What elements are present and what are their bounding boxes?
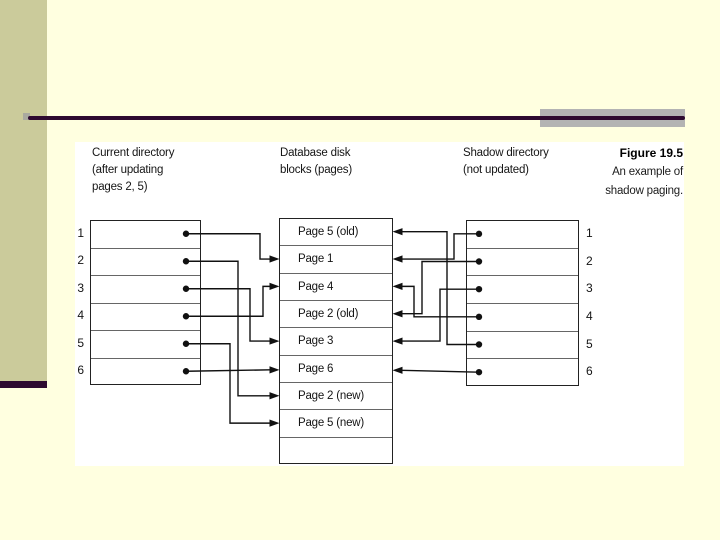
title-rule: [28, 116, 685, 120]
heading-line: Shadow directory: [463, 147, 549, 159]
figure-caption: Figure 19.5 An example of shadow paging.: [543, 144, 683, 201]
disk-block-label: Page 2 (new): [298, 390, 364, 403]
row-divider: [280, 327, 392, 329]
disk-block-label: Page 5 (old): [298, 226, 359, 238]
figure-caption-title: Figure 19.5: [619, 146, 683, 160]
row-divider: [91, 330, 200, 331]
disk-blocks-table: Page 5 (old) Page 1 Page 4 Page 2 (old) Page…: [279, 218, 393, 465]
figure-caption-line: An example of: [612, 166, 683, 178]
current-directory-index: 6: [77, 363, 84, 378]
row-divider: [91, 357, 200, 359]
heading-line: pages 2, 5): [92, 181, 148, 193]
heading-disk-blocks: Database disk blocks (pages): [280, 145, 352, 179]
disk-block-label: Page 1: [298, 253, 334, 266]
shadow-directory-table: [466, 220, 579, 386]
disk-block-label: Page 2 (old): [298, 308, 359, 321]
row-divider: [467, 303, 578, 304]
heading-line: Database disk: [280, 147, 351, 159]
current-directory-index: 2: [77, 253, 84, 268]
row-divider: [467, 330, 578, 332]
figure-caption-line: shadow paging.: [605, 185, 683, 197]
row-divider: [91, 275, 200, 276]
title-rule-left-cap: [23, 113, 30, 120]
shadow-directory-index: 4: [586, 308, 593, 323]
current-directory-table: [90, 220, 201, 385]
shadow-directory-index: 1: [586, 225, 593, 240]
row-divider: [280, 245, 392, 247]
current-directory-index: 5: [77, 335, 84, 350]
row-divider: [467, 358, 578, 360]
disk-block-label: Page 4: [298, 280, 334, 293]
disk-block-label: Page 6: [298, 362, 334, 375]
accent-bar: [0, 0, 47, 381]
shadow-directory-index: 6: [586, 364, 593, 379]
row-divider: [91, 302, 200, 304]
row-divider: [280, 300, 392, 302]
row-divider: [280, 382, 392, 384]
heading-line: (after updating: [92, 164, 164, 176]
heading-line: (not updated): [463, 164, 529, 176]
heading-shadow-directory: Shadow directory (not updated): [463, 145, 549, 179]
disk-block-label: Page 3: [298, 335, 334, 348]
heading-current-directory: Current directory (after updating pages …: [92, 145, 174, 196]
row-divider: [280, 409, 392, 411]
current-directory-index: 3: [77, 280, 84, 295]
accent-bar-footer: [0, 381, 47, 388]
row-divider: [280, 354, 392, 356]
shadow-directory-index: 3: [586, 281, 593, 296]
row-divider: [280, 436, 392, 438]
row-divider: [91, 247, 200, 249]
current-directory-index: 1: [77, 225, 84, 240]
row-divider: [467, 275, 578, 277]
heading-line: Current directory: [92, 147, 175, 159]
disk-block-label: Page 5 (new): [298, 417, 364, 430]
shadow-directory-index: 5: [586, 336, 593, 351]
row-divider: [280, 272, 392, 274]
shadow-directory-index: 2: [586, 253, 593, 268]
heading-line: blocks (pages): [280, 164, 352, 176]
current-directory-index: 4: [77, 308, 84, 323]
row-divider: [467, 247, 578, 249]
